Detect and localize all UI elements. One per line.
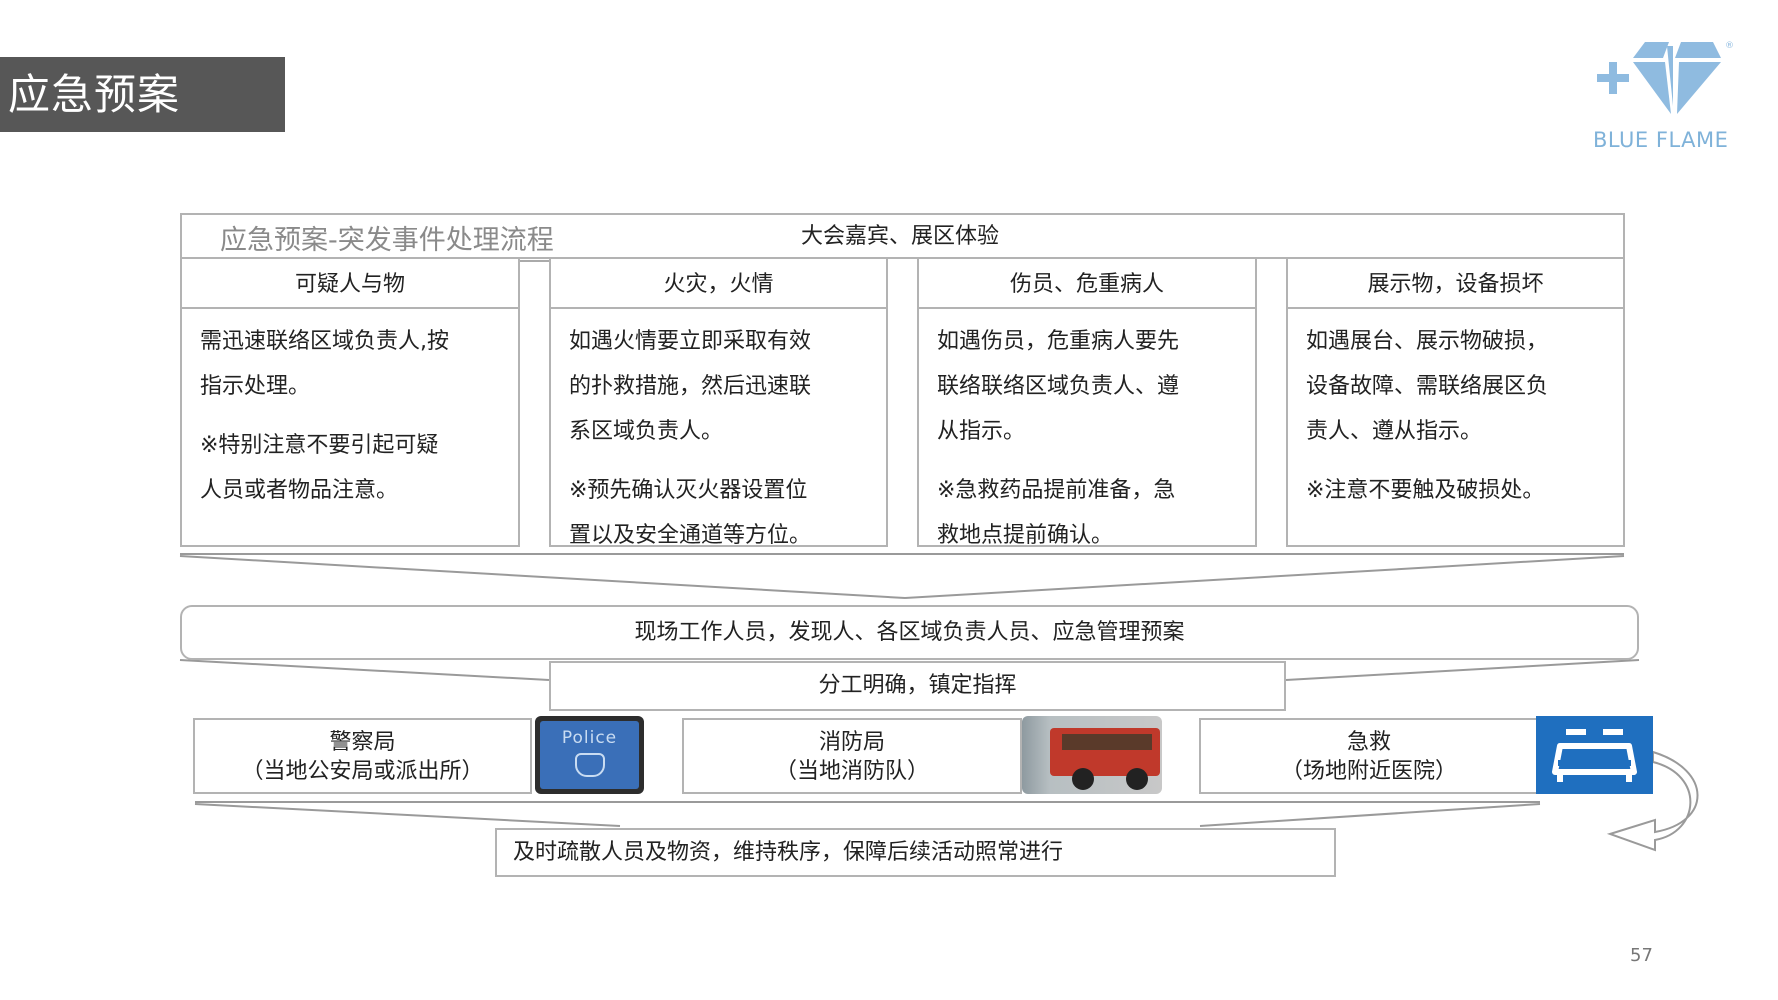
service-name: 消防局 <box>818 730 885 755</box>
ambulance-icon <box>1536 716 1653 794</box>
column-text-line: 从指示。 <box>937 419 1026 444</box>
scenario-label: 大会嘉宾、展区体验 <box>800 224 999 249</box>
column-text-line: 如遇展台、展示物破损， <box>1306 329 1549 354</box>
page-number: 57 <box>1630 945 1653 966</box>
final-action-box: 及时疏散人员及物资，维持秩序，保障后续活动照常进行 <box>495 828 1336 877</box>
column-heading-damage: 展示物，设备损坏 <box>1286 257 1625 309</box>
plus-diamond-heart-icon: ® <box>1597 41 1734 114</box>
service-detail: （场地附近医院） <box>1280 759 1457 784</box>
column-note-line: ※预先确认灭火器设置位 <box>569 478 808 503</box>
column-note-line: ※特别注意不要引起可疑 <box>200 433 439 458</box>
command-box: 分工明确，镇定指挥 <box>549 661 1286 711</box>
column-text-line: 如遇伤员，危重病人要先 <box>937 329 1180 354</box>
column-note-line: 人员或者物品注意。 <box>200 478 399 503</box>
column-text-line: 的扑救措施，然后迅速联 <box>569 374 812 399</box>
service-detail: （当地公安局或派出所） <box>241 759 484 784</box>
diagram-title: 应急预案-突发事件处理流程 <box>220 222 554 262</box>
column-text-line: 如遇火情要立即采取有效 <box>569 329 812 354</box>
column-heading-fire: 火灾，火情 <box>549 257 888 309</box>
column-body-injured: 如遇伤员，危重病人要先 联络联络区域负责人、遵 从指示。 ※急救药品提前准备，急… <box>917 307 1257 548</box>
service-detail: （当地消防队） <box>774 759 929 784</box>
service-fire: 消防局 （当地消防队） <box>682 718 1022 794</box>
service-rescue: 急救 （场地附近医院） <box>1199 718 1539 794</box>
brand-logo: ® BLUE FLAME <box>1585 36 1740 161</box>
column-text-line: 设备故障、需联络展区负 <box>1306 374 1549 399</box>
column-heading-suspicious: 可疑人与物 <box>180 257 520 309</box>
responders-box: 现场工作人员，发现人、各区域负责人员、应急管理预案 <box>180 605 1639 660</box>
column-text-line: 责人、遵从指示。 <box>1306 419 1483 444</box>
logo-text: BLUE FLAME <box>1593 128 1729 152</box>
column-note-line: 救地点提前确认。 <box>937 523 1114 548</box>
column-body-suspicious: 需迅速联络区域负责人,按 指示处理。 ※特别注意不要引起可疑 人员或者物品注意。 <box>180 307 520 547</box>
column-note-line: ※注意不要触及破损处。 <box>1306 478 1545 503</box>
diagram-header-box <box>180 213 1625 259</box>
fire-truck-icon <box>1022 716 1162 794</box>
service-name: 警察局 <box>329 730 396 755</box>
column-text-line: 指示处理。 <box>200 374 311 399</box>
service-name: 急救 <box>1346 730 1391 755</box>
return-arrow-icon <box>1606 750 1699 852</box>
police-sign-text: Police <box>561 728 618 748</box>
registered-mark: ® <box>1725 41 1734 51</box>
page-title: 应急预案 <box>0 57 285 132</box>
column-note-line: 置以及安全通道等方位。 <box>569 523 812 548</box>
column-text-line: 系区域负责人。 <box>569 419 724 444</box>
service-police: 警察局 （当地公安局或派出所） <box>193 718 532 794</box>
column-heading-injured: 伤员、危重病人 <box>917 257 1257 309</box>
column-note-line: ※急救药品提前准备，急 <box>937 478 1176 503</box>
column-body-damage: 如遇展台、展示物破损， 设备故障、需联络展区负 责人、遵从指示。 ※注意不要触及… <box>1286 307 1625 547</box>
police-sign-icon: Police <box>535 716 644 794</box>
column-body-fire: 如遇火情要立即采取有效 的扑救措施，然后迅速联 系区域负责人。 ※预先确认灭火器… <box>549 307 888 548</box>
column-text-line: 联络联络区域负责人、遵 <box>937 374 1180 399</box>
column-text-line: 需迅速联络区域负责人,按 <box>200 329 449 354</box>
